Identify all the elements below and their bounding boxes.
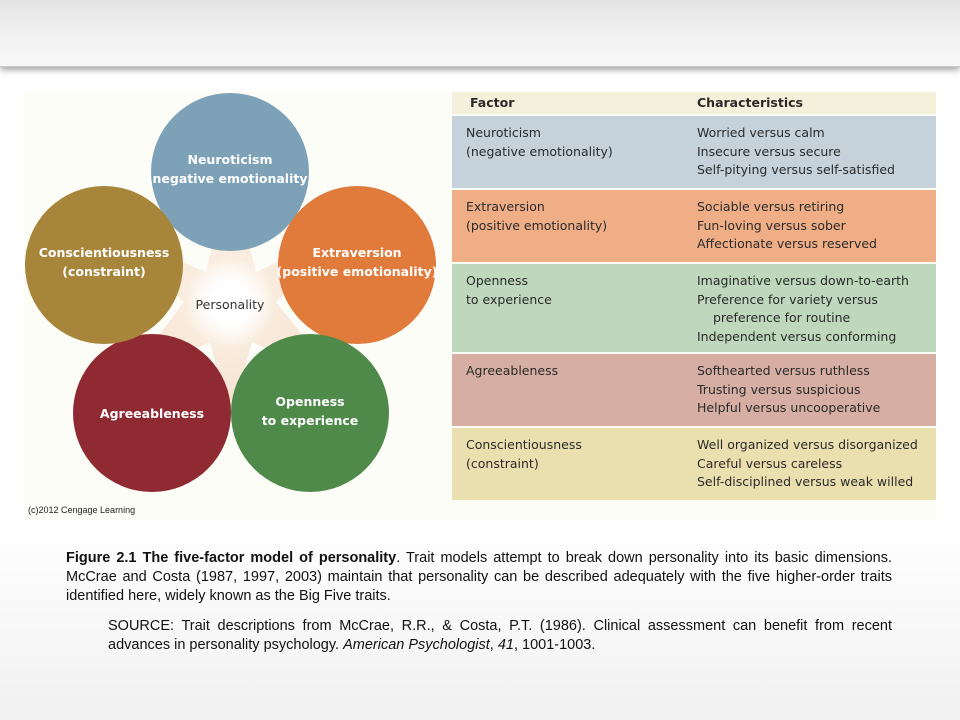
neuroticism-circle [151,93,309,251]
table-row-agreeableness: Agreeableness Softhearted versus ruthles… [452,354,936,426]
factor-name: Extraversion [466,199,545,214]
factor-subname: (positive emotionality) [466,217,608,233]
factor-name: Openness [466,273,529,288]
center-glow [184,257,276,349]
table-header: Factor Characteristics [452,92,936,114]
table-row-extraversion: Extraversion (positive emotionality) Soc… [452,190,936,262]
characteristics-cell: Imaginative versus down-to-earth Prefere… [697,272,932,346]
factor-name: Conscientiousness [466,437,582,452]
characteristic: Helpful versus uncooperative [697,400,881,415]
factor-name: Neuroticism [466,125,541,140]
characteristic: Trusting versus suspicious [697,381,861,397]
characteristic: preference for routine [713,310,851,325]
characteristic: Preference for variety versus [697,291,878,307]
big-five-diagram: Neuroticism (negative emotionality) Extr… [25,93,438,492]
header-factor: Factor [470,95,515,110]
characteristic: Independent versus conforming [697,328,897,344]
characteristics-cell: Worried versus calm Insecure versus secu… [697,124,932,180]
extraversion-sublabel: (positive emotionality) [277,264,438,279]
characteristics-cell: Softhearted versus ruthless Trusting ver… [697,362,932,418]
characteristic: Self-pitying versus self-satisfied [697,162,895,177]
openness-label: Openness [275,394,344,409]
neuroticism-label: Neuroticism [187,152,272,167]
factor-name: Agreeableness [466,363,559,378]
traits-table: Factor Characteristics Neuroticism (nega… [452,92,936,504]
conscientiousness-sublabel: (constraint) [62,264,146,279]
source-pages: , 1001-1003. [513,637,596,653]
figure-caption: Figure 2.1 The five-factor model of pers… [66,549,892,606]
table-row-conscientiousness: Conscientiousness (constraint) Well orga… [452,428,936,500]
header-characteristics: Characteristics [697,95,803,110]
factor-cell: Conscientiousness (constraint) [466,436,666,473]
slide-header-bar [0,0,960,67]
characteristic: Careful versus careless [697,455,843,471]
factor-cell: Neuroticism (negative emotionality) [466,124,666,161]
characteristic: Sociable versus retiring [697,199,845,214]
factor-cell: Extraversion (positive emotionality) [466,198,666,235]
characteristic: Imaginative versus down-to-earth [697,273,909,288]
factor-subname: (constraint) [466,455,539,471]
factor-subname: (negative emotionality) [466,143,613,159]
source-prefix: SOURCE: Trait descriptions from McCrae, … [108,618,892,653]
characteristic: Softhearted versus ruthless [697,363,870,378]
openness-circle [231,334,389,492]
copyright-text: (c)2012 Cengage Learning [28,505,136,515]
characteristic: Affectionate versus reserved [697,236,877,251]
characteristic: Self-disciplined versus weak willed [697,474,914,489]
table-row-neuroticism: Neuroticism (negative emotionality) Worr… [452,116,936,188]
center-label: Personality [196,297,266,312]
conscientiousness-label: Conscientiousness [39,245,170,260]
extraversion-circle [278,186,436,344]
characteristics-cell: Well organized versus disorganized Caref… [697,436,932,492]
caption-label: Figure 2.1 The five-factor model of pers… [66,550,397,566]
source-sep: , [489,637,498,653]
conscientiousness-circle [25,186,183,344]
source-volume: 41 [497,637,514,653]
openness-sublabel: to experience [262,413,359,428]
source-journal: American Psychologist [343,637,490,653]
characteristic: Insecure versus secure [697,143,841,159]
extraversion-label: Extraversion [312,245,401,260]
caption-text: . Trait models attempt to break down per… [66,550,892,604]
neuroticism-sublabel: (negative emotionality) [147,171,313,186]
factor-cell: Openness to experience [466,272,666,309]
characteristic: Worried versus calm [697,125,825,140]
factor-subname: to experience [466,291,552,307]
agreeableness-label: Agreeableness [100,406,204,421]
characteristic: Well organized versus disorganized [697,437,918,452]
characteristic: Fun-loving versus sober [697,217,846,233]
figure-panel: Neuroticism (negative emotionality) Extr… [24,92,936,520]
agreeableness-circle [73,334,231,492]
table-row-openness: Openness to experience Imaginative versu… [452,264,936,352]
source-citation: SOURCE: Trait descriptions from McCrae, … [108,617,892,655]
factor-cell: Agreeableness [466,362,666,381]
characteristics-cell: Sociable versus retiring Fun-loving vers… [697,198,932,254]
